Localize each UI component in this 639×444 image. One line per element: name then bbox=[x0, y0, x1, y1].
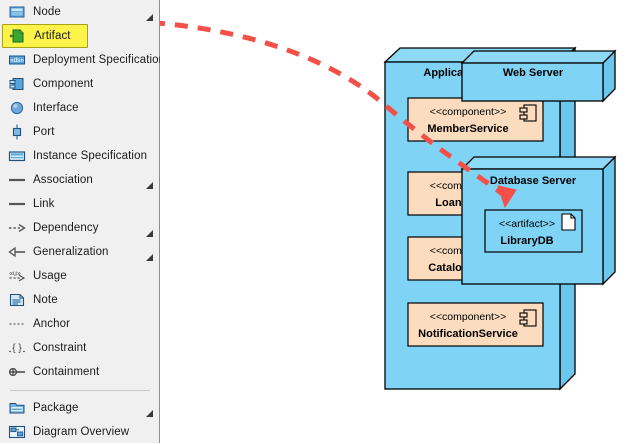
association-icon bbox=[9, 178, 25, 182]
palette-item-label: Link bbox=[33, 198, 55, 210]
component-icon bbox=[519, 309, 537, 327]
palette-item-usage[interactable]: «u» Usage bbox=[0, 264, 159, 288]
node-top-face bbox=[460, 156, 617, 170]
node-web-server[interactable]: Web Server bbox=[460, 49, 617, 103]
containment-icon bbox=[8, 367, 25, 377]
expand-arrow-icon[interactable] bbox=[146, 14, 153, 21]
palette-item-constraint[interactable]: { } Constraint bbox=[0, 336, 159, 360]
palette-item-label: Package bbox=[33, 402, 79, 414]
node-title: Web Server bbox=[503, 67, 564, 79]
component-icon bbox=[9, 78, 24, 90]
palette-item-dependency[interactable]: Dependency bbox=[0, 216, 159, 240]
component-notificationservice[interactable]: <<component>> NotificationService bbox=[407, 302, 544, 347]
port-icon bbox=[12, 124, 22, 140]
generalization-icon bbox=[8, 246, 25, 258]
palette-item-label: Constraint bbox=[33, 342, 87, 354]
component-stereotype: <<component>> bbox=[430, 311, 506, 323]
palette-item-label: Generalization bbox=[33, 246, 109, 258]
palette-item-containment[interactable]: Containment bbox=[0, 360, 159, 384]
palette-item-label: Usage bbox=[33, 270, 67, 282]
artifact-stereotype: <<artifact>> bbox=[499, 218, 555, 230]
palette-item-label: Dependency bbox=[33, 222, 99, 234]
node-icon bbox=[9, 6, 25, 18]
connector-arrowhead-icon bbox=[497, 185, 517, 209]
palette-item-package[interactable]: Package bbox=[0, 396, 159, 420]
palette-item-label: Instance Specification bbox=[33, 150, 148, 162]
palette-item-label: Association bbox=[33, 174, 93, 186]
palette-item-label: Component bbox=[33, 78, 94, 90]
link-icon bbox=[9, 202, 25, 206]
artifact-name: LibraryDB bbox=[500, 235, 553, 247]
palette-item-label: Node bbox=[33, 6, 61, 18]
package-icon bbox=[9, 403, 25, 414]
node-side-face bbox=[602, 155, 616, 286]
expand-arrow-icon[interactable] bbox=[146, 410, 153, 417]
dependency-icon bbox=[9, 224, 26, 232]
svg-text:«u»: «u» bbox=[9, 270, 21, 277]
palette-item-label: Interface bbox=[33, 102, 79, 114]
interface-icon bbox=[10, 101, 24, 115]
svg-text:{ }: { } bbox=[12, 343, 22, 354]
palette-item-label: Diagram Overview bbox=[33, 426, 130, 438]
palette-item-association[interactable]: Association bbox=[0, 168, 159, 192]
palette-item-label: Containment bbox=[33, 366, 100, 378]
component-memberservice[interactable]: <<component>> MemberService bbox=[407, 97, 544, 142]
component-name: MemberService bbox=[427, 123, 508, 135]
palette-item-diagram-overview[interactable]: Diagram Overview bbox=[0, 420, 159, 444]
instance-specification-icon bbox=[8, 151, 26, 162]
constraint-icon: { } bbox=[9, 343, 25, 354]
component-stereotype: <<component>> bbox=[430, 106, 506, 118]
palette-item-label: Artifact bbox=[34, 30, 71, 42]
palette-item-link[interactable]: Link bbox=[0, 192, 159, 216]
palette-item-anchor[interactable]: Anchor bbox=[0, 312, 159, 336]
palette-item-label: Anchor bbox=[33, 318, 71, 330]
palette-item-label: Deployment Specification bbox=[33, 54, 166, 66]
diagram-svg: Application Server <<component>> MemberS… bbox=[160, 20, 617, 391]
node-title: Database Server bbox=[490, 175, 577, 187]
palette-item-port[interactable]: Port bbox=[0, 120, 159, 144]
anchor-icon bbox=[9, 323, 25, 325]
palette-item-deployment-specification[interactable]: «ds» Deployment Specification bbox=[0, 48, 165, 72]
palette-sidebar: Node Artifact «ds» Deployment Specificat… bbox=[0, 0, 165, 444]
node-database-server[interactable]: Database Server <<artifact>> LibraryDB bbox=[460, 155, 617, 286]
palette-divider bbox=[10, 390, 150, 391]
palette-item-artifact[interactable]: Artifact bbox=[2, 24, 88, 48]
component-icon bbox=[519, 104, 537, 122]
palette-item-note[interactable]: Note bbox=[0, 288, 159, 312]
note-icon bbox=[9, 293, 25, 307]
diagram-overview-icon bbox=[8, 425, 26, 439]
connector-artifact-to-database-server[interactable] bbox=[160, 20, 517, 209]
diagram-canvas[interactable]: Application Server <<component>> MemberS… bbox=[160, 0, 639, 443]
palette-item-interface[interactable]: Interface bbox=[0, 96, 159, 120]
palette-item-label: Port bbox=[33, 126, 55, 138]
artifact-librarydb[interactable]: <<artifact>> LibraryDB bbox=[484, 209, 583, 253]
palette-item-instance-specification[interactable]: Instance Specification bbox=[0, 144, 159, 168]
component-name: NotificationService bbox=[418, 328, 518, 340]
node-top-face bbox=[460, 50, 617, 64]
artifact-icon bbox=[9, 29, 24, 43]
palette-item-generalization[interactable]: Generalization bbox=[0, 240, 159, 264]
connector-line bbox=[160, 20, 507, 198]
palette-item-label: Note bbox=[33, 294, 58, 306]
palette-item-component[interactable]: Component bbox=[0, 72, 159, 96]
palette-item-node[interactable]: Node bbox=[0, 0, 159, 24]
artifact-document-icon bbox=[561, 213, 576, 231]
expand-arrow-icon[interactable] bbox=[146, 182, 153, 189]
node-front-face bbox=[461, 62, 604, 102]
expand-arrow-icon[interactable] bbox=[146, 230, 153, 237]
deployment-specification-icon: «ds» bbox=[9, 55, 25, 65]
svg-text:«ds»: «ds» bbox=[10, 57, 24, 64]
usage-icon: «u» bbox=[9, 270, 26, 282]
expand-arrow-icon[interactable] bbox=[146, 254, 153, 261]
